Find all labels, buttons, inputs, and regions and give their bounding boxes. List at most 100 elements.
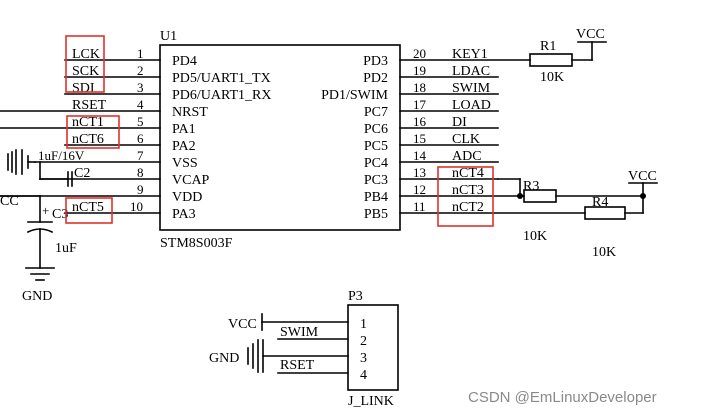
pin-name-vss: VSS (172, 156, 198, 171)
p3-pin-2: 2 (360, 334, 367, 349)
pin-name-pd5: PD5/UART1_TX (172, 71, 271, 86)
pin-name-pc6: PC6 (364, 122, 388, 137)
pin-name-pc7: PC7 (364, 105, 388, 120)
highlight-nct4-nct3-nct2 (437, 166, 494, 227)
net-label-di: DI (452, 115, 467, 130)
net-label-load: LOAD (452, 98, 491, 113)
pin-name-vdd: VDD (172, 190, 202, 205)
highlight-lck-sck-sdi (65, 35, 105, 93)
highlight-nct5 (65, 197, 113, 224)
p3-pin-4: 4 (360, 368, 367, 383)
r1-ref: R1 (540, 39, 556, 54)
pin-number-1: 1 (137, 46, 144, 61)
net-label-nct5: nCT5 (72, 200, 104, 215)
pin-number-20: 20 (413, 46, 426, 61)
pin-name-pa2: PA2 (172, 139, 196, 154)
pin-name-pc3: PC3 (364, 173, 388, 188)
gnd-label: GND (22, 289, 52, 304)
right-pins: PD3 PD2 PD1/SWIM PC7 PC6 PC5 PC4 PC3 PB4… (321, 46, 491, 222)
pin-name-pd1: PD1/SWIM (321, 88, 388, 103)
net-label-nct6: nCT6 (72, 132, 104, 147)
r4-value: 10K (592, 245, 616, 260)
r3-r4-circuit: R3 10K R4 10K VCC (497, 169, 658, 260)
pin-number-4: 4 (137, 97, 144, 112)
p3-vcc-label: VCC (228, 317, 257, 332)
pin-number-12: 12 (413, 182, 426, 197)
p3-body (347, 304, 399, 391)
net-label-sck: SCK (72, 64, 99, 79)
left-cap-network: + C3 1uF GND CC (0, 149, 77, 304)
cap-value-label: 1uF/16V (38, 148, 85, 163)
net-label-nct4: nCT4 (452, 166, 484, 181)
pin-name-pb4: PB4 (364, 190, 388, 205)
pin-number-10: 10 (130, 199, 143, 214)
c3-plus-sign: + (42, 203, 49, 218)
p3-rset-label: RSET (280, 358, 315, 373)
r1-value: 10K (540, 70, 564, 85)
watermark: CSDN @EmLinuxDeveloper (468, 389, 657, 406)
pin-name-pd3: PD3 (363, 54, 388, 69)
c3-ref: C3 (52, 207, 68, 222)
net-label-clk: CLK (452, 132, 480, 147)
mcu-part: STM8S003F (160, 236, 233, 251)
pin-name-pd6: PD6/UART1_RX (172, 88, 272, 103)
net-label-adc: ADC (452, 149, 482, 164)
pin-name-pb5: PB5 (364, 207, 388, 222)
pin-name-pc4: PC4 (364, 156, 388, 171)
mcu-body (159, 44, 401, 231)
highlight-nct1-nct6 (66, 115, 120, 149)
pin-number-15: 15 (413, 131, 426, 146)
p3-ref: P3 (348, 289, 363, 304)
pin-number-6: 6 (137, 131, 144, 146)
p3-pin-3: 3 (360, 351, 367, 366)
pin-name-pc5: PC5 (364, 139, 388, 154)
pin-number-7: 7 (137, 148, 144, 163)
pin-number-19: 19 (413, 63, 426, 78)
pin-number-2: 2 (137, 63, 144, 78)
net-label-key1: KEY1 (452, 47, 488, 62)
p3-pin-1: 1 (360, 317, 367, 332)
net-label-rset: RSET (72, 98, 107, 113)
net-label-lck: LCK (72, 47, 100, 62)
p3-gnd-label: GND (209, 351, 239, 366)
p3-name: J_LINK (348, 394, 394, 409)
r4-vcc-label: VCC (628, 169, 657, 184)
pin-number-18: 18 (413, 80, 426, 95)
r1-body (529, 53, 573, 67)
r3-value: 10K (523, 229, 547, 244)
c3-value: 1uF (55, 241, 77, 256)
pin-name-pa3: PA3 (172, 207, 196, 222)
r1-circuit: R1 10K VCC (529, 27, 607, 85)
pin-name-pa1: PA1 (172, 122, 196, 137)
net-label-nct3: nCT3 (452, 183, 484, 198)
right-pin-lines (399, 59, 586, 214)
r4-ref: R4 (592, 195, 608, 210)
r1-vcc-label: VCC (576, 27, 605, 42)
cap-ref-c2: C2 (74, 166, 90, 181)
vcc-cut-label: CC (0, 194, 19, 209)
pin-number-11: 11 (413, 199, 426, 214)
pin-name-vcap: VCAP (172, 173, 210, 188)
pin-number-3: 3 (137, 80, 144, 95)
p3-swim-label: SWIM (280, 325, 319, 340)
pin-name-nrst: NRST (172, 105, 208, 120)
pin-number-13: 13 (413, 165, 426, 180)
pin-number-16: 16 (413, 114, 427, 129)
mcu-ref: U1 (160, 29, 177, 44)
pin-number-9: 9 (137, 182, 144, 197)
highlight-boxes (65, 35, 494, 227)
jlink-connector: P3 J_LINK 1 2 3 4 VCC SWIM GND RSET (209, 289, 399, 409)
pin-number-14: 14 (413, 148, 427, 163)
pin-name-pd4: PD4 (172, 54, 197, 69)
net-label-nct1: nCT1 (72, 115, 104, 130)
net-label-ldac: LDAC (452, 64, 490, 79)
pin-number-8: 8 (137, 165, 144, 180)
left-pins: LCK SCK SDI RSET nCT1 nCT6 1uF/16V C2 nC… (38, 46, 272, 222)
pin-number-5: 5 (137, 114, 144, 129)
net-label-sdi: SDI (72, 81, 95, 96)
pin-name-pd2: PD2 (363, 71, 388, 86)
pin-number-17: 17 (413, 97, 427, 112)
r3-ref: R3 (523, 179, 539, 194)
